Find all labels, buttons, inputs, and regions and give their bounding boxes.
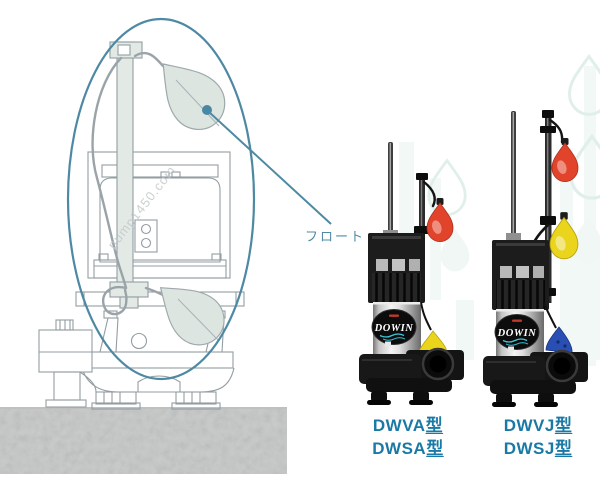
float-red-left (426, 198, 454, 243)
model-link-dwva[interactable]: DWVA型 (372, 416, 444, 435)
model-link-dwvj[interactable]: DWVJ型 (503, 416, 573, 435)
pump-photo-dwvj: DOWIN (483, 110, 588, 407)
brand-label-left: DOWIN (371, 309, 417, 347)
brand-text: DOWIN (497, 328, 537, 339)
callout-line (202, 105, 332, 225)
model-label-dwva-dwsa[interactable]: DWVA型 DWSA型 (356, 414, 460, 460)
float-red-right (551, 138, 579, 183)
model-link-dwsa[interactable]: DWSA型 (372, 439, 444, 458)
float-yellow-right (549, 212, 579, 260)
model-link-dwsj[interactable]: DWSJ型 (503, 439, 573, 458)
brand-label-right: DOWIN (494, 314, 540, 352)
ground-texture (0, 407, 287, 474)
lower-float-drawing (143, 267, 236, 357)
float-callout-label: フロート (305, 229, 366, 244)
upper-float-drawing (142, 45, 237, 142)
model-label-dwvj-dwsj[interactable]: DWVJ型 DWSJ型 (486, 414, 590, 460)
pump-photo-dwva: DOWIN (359, 142, 464, 405)
brand-text: DOWIN (374, 323, 414, 334)
pump-line-drawing (38, 41, 245, 410)
highlight-ellipse (66, 17, 256, 381)
